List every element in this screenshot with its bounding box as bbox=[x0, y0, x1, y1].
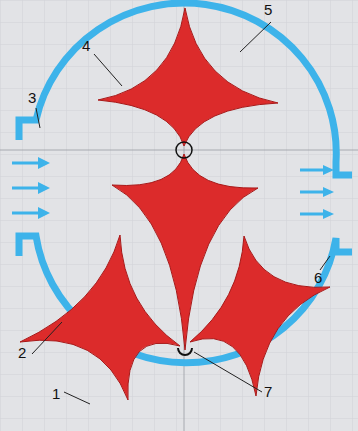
callout-number: 7 bbox=[264, 384, 272, 399]
callout-number: 4 bbox=[82, 38, 90, 53]
leader-line bbox=[32, 22, 330, 404]
rotor bbox=[20, 235, 180, 400]
rotor bbox=[190, 236, 330, 396]
callout-number: 5 bbox=[264, 2, 272, 17]
callout-number: 1 bbox=[52, 386, 60, 401]
callout-number: 6 bbox=[314, 270, 322, 285]
callout-number: 2 bbox=[18, 345, 26, 360]
pump-housing bbox=[19, 3, 352, 363]
callout-number: 3 bbox=[28, 90, 36, 105]
pivot-circle bbox=[176, 142, 192, 158]
pivot-mark bbox=[178, 348, 192, 355]
rotor-group bbox=[20, 8, 330, 400]
axis-line bbox=[0, 150, 358, 151]
rotor bbox=[98, 8, 278, 146]
